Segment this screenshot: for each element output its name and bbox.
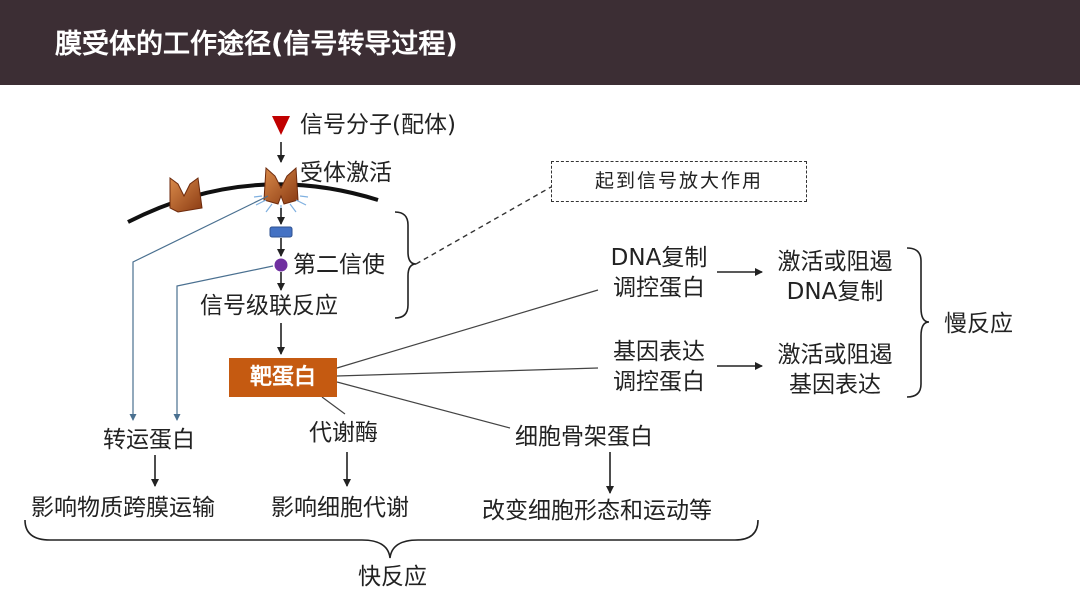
ligand-triangle-icon [272, 116, 290, 135]
amplify-dashed-line [415, 186, 552, 265]
receptor-activation-label: 受体激活 [300, 160, 392, 186]
amplify-note-box: 起到信号放大作用 [551, 161, 807, 202]
gene-effect-label: 激活或阻遏 基因表达 [765, 340, 905, 400]
metabolic-enzyme-label: 代谢酶 [309, 420, 378, 446]
effect-morphology-label: 改变细胞形态和运动等 [482, 498, 712, 524]
second-messenger-dot-icon [274, 258, 288, 272]
gene-effect-line1: 激活或阻遏 [777, 342, 893, 368]
effect-metabolism-label: 影响细胞代谢 [271, 495, 409, 521]
line-target-gene [336, 367, 599, 377]
cascade-label: 信号级联反应 [200, 293, 338, 319]
effect-transport-label: 影响物质跨膜运输 [31, 495, 215, 521]
dna-regulator-line1: DNA复制 [610, 245, 708, 271]
active-receptor-icon [263, 166, 299, 205]
transport-protein-label: 转运蛋白 [103, 427, 195, 453]
header-bar: 膜受体的工作途径(信号转导过程) [0, 0, 1080, 85]
gene-effect-line2: 基因表达 [789, 372, 881, 398]
dna-effect-label: 激活或阻遏 DNA复制 [765, 247, 905, 307]
amplify-brace [394, 211, 417, 319]
gene-regulator-line1: 基因表达 [613, 339, 705, 365]
line-target-dna [336, 289, 599, 369]
line-target-enzyme [321, 396, 346, 415]
signal-molecule-label: 信号分子(配体) [300, 112, 456, 138]
slow-response-brace [906, 247, 930, 398]
dna-regulator-label: DNA复制 调控蛋白 [598, 243, 720, 303]
fast-response-label: 快反应 [358, 564, 427, 590]
slow-response-label: 慢反应 [944, 311, 1013, 337]
line-target-cytoskeleton [336, 381, 511, 429]
dna-regulator-line2: 调控蛋白 [613, 275, 705, 301]
page-title: 膜受体的工作途径(信号转导过程) [55, 29, 458, 60]
fast-response-brace [24, 519, 759, 559]
gene-regulator-label: 基因表达 调控蛋白 [598, 337, 720, 397]
g-protein-icon [269, 226, 293, 238]
cytoskeleton-protein-label: 细胞骨架蛋白 [515, 424, 653, 450]
target-protein-box: 靶蛋白 [229, 358, 337, 397]
inactive-receptor-icon [169, 177, 203, 213]
dna-effect-line2: DNA复制 [786, 279, 884, 305]
second-messenger-label: 第二信使 [293, 252, 385, 278]
connector-messenger-transport [173, 265, 274, 421]
gene-regulator-line2: 调控蛋白 [613, 369, 705, 395]
connector-receptor-transport [129, 195, 269, 421]
dna-effect-line1: 激活或阻遏 [777, 249, 893, 275]
cell-membrane [127, 182, 379, 224]
